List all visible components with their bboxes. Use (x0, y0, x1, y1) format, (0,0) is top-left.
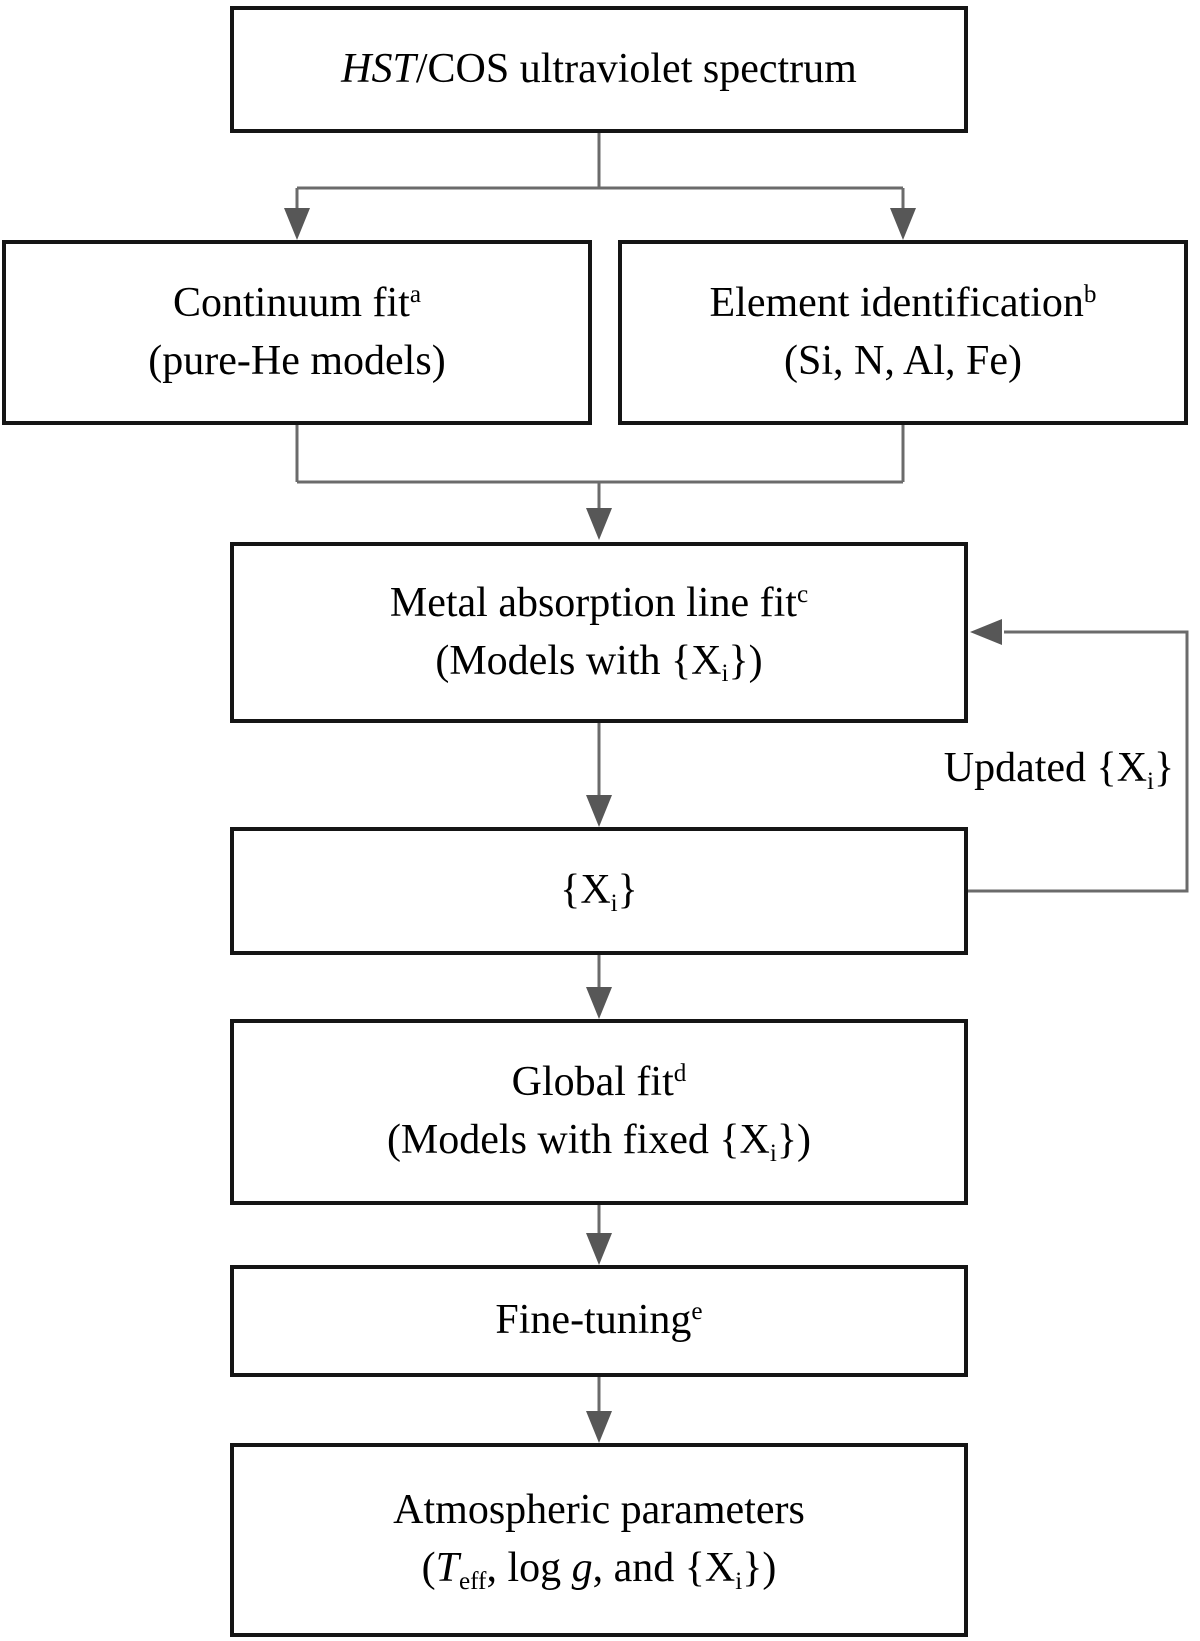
text-line: (Models with {Xi}) (435, 637, 763, 688)
box-global-fit: Global fitd (Models with fixed {Xi}) (230, 1019, 968, 1205)
arrow-metal-to-xi (586, 723, 612, 827)
box-element-identification: Element identificationb (Si, N, Al, Fe) (618, 240, 1188, 425)
arrow-xi-to-global (586, 955, 612, 1019)
box-metal-absorption-line-fit: Metal absorption line fitc (Models with {… (230, 542, 968, 723)
text-line: {Xi} (560, 867, 638, 917)
feedback-updated-xi-arrow (968, 619, 1189, 893)
text-line: Updated {Xi} (943, 745, 1175, 795)
text-line: Global fitd (511, 1059, 687, 1106)
feedback-label-updated-xi: Updated {Xi} (930, 741, 1188, 796)
arrow-merge-to-metal-fit (295, 425, 905, 540)
text-line: (pure-He models) (148, 337, 446, 384)
box-abundances-xi: {Xi} (230, 827, 968, 955)
text-line: Metal absorption line fitc (389, 579, 809, 626)
arrow-hst-split-to-continuum-and-element (284, 133, 916, 240)
box-hst-cos-spectrum: HST/COS ultraviolet spectrum (230, 6, 968, 133)
arrow-global-to-fine (586, 1205, 612, 1265)
arrow-fine-to-atmospheric (586, 1377, 612, 1443)
text-line: (Models with fixed {Xi}) (386, 1117, 812, 1167)
text-line: Continuum fita (172, 279, 422, 326)
text-line: Element identificationb (709, 279, 1097, 326)
text-line: (Teff, log g, and {Xi}) (421, 1545, 777, 1595)
text-line: HST/COS ultraviolet spectrum (341, 45, 857, 92)
box-fine-tuning: Fine-tuninge (230, 1265, 968, 1377)
text-line: Fine-tuninge (495, 1297, 703, 1344)
box-atmospheric-parameters: Atmospheric parameters (Teff, log g, and … (230, 1443, 968, 1637)
text-line: (Si, N, Al, Fe) (783, 337, 1022, 384)
text-line: Atmospheric parameters (393, 1487, 805, 1534)
box-continuum-fit: Continuum fita (pure-He models) (2, 240, 592, 425)
